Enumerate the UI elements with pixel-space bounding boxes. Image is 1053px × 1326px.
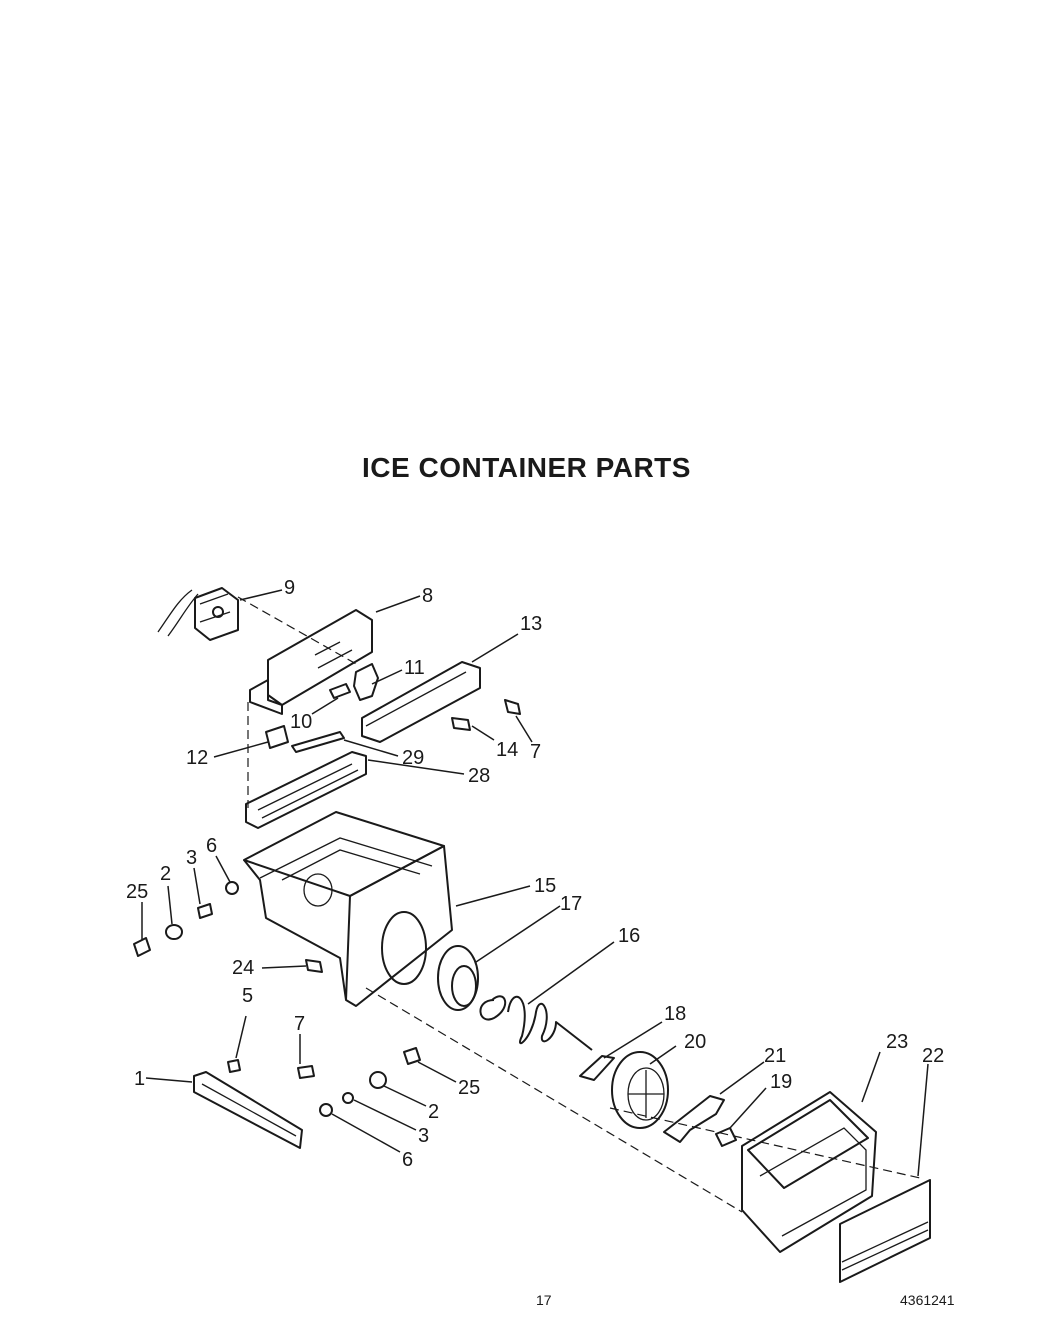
callout-10: 10 [290,711,312,733]
callout-21: 21 [764,1045,786,1067]
front-trim-part-1 [193,1071,303,1149]
mounting-plate-part-8 [249,609,373,715]
auger-spring-part-16 [479,995,593,1051]
callout-23: 23 [886,1031,908,1053]
callout-22: 22 [922,1045,944,1067]
motor-part-9 [157,587,239,641]
callout-16: 16 [618,925,640,947]
bracket-part-21 [663,1095,725,1143]
bracket-part-28 [245,751,367,829]
screw-part-7-upper [504,699,521,715]
callout-24: 24 [232,957,254,979]
callout-17: 17 [560,893,582,915]
screw-part-14 [451,717,471,731]
callout-labels: 1 2 2 3 3 5 6 6 7 7 8 9 10 11 12 13 14 1… [126,577,944,1171]
callout-13: 13 [520,613,542,635]
callout-14: 14 [496,739,518,761]
callout-11: 11 [404,657,425,679]
callout-19: 19 [770,1071,792,1093]
nut-part-19 [715,1127,737,1147]
screw-part-10 [329,683,351,699]
document-code: 4361241 [900,1292,955,1308]
callout-12: 12 [186,747,208,769]
page-number: 17 [536,1292,552,1308]
screw-part-5 [227,1059,241,1073]
callout-7-lower: 7 [294,1013,305,1035]
callout-2-right: 2 [428,1101,439,1123]
right-hardware-group [319,1047,421,1117]
callout-18: 18 [664,1003,686,1025]
callout-2-left: 2 [160,863,171,885]
pin-part-29 [291,731,345,753]
callout-8: 8 [422,585,433,607]
callout-25-left: 25 [126,881,148,903]
clip-part-11 [353,663,379,701]
leader-lines [141,589,929,1177]
door-panel-part-22 [839,1179,931,1283]
left-hardware-group [133,881,239,957]
callout-1: 1 [134,1068,145,1090]
callout-20: 20 [684,1031,706,1053]
callout-28: 28 [468,765,490,787]
callout-7-upper: 7 [530,741,541,763]
screw-part-24 [305,959,323,973]
callout-25-right: 25 [458,1077,480,1099]
callout-3-right: 3 [418,1125,429,1147]
ice-bin-part-15 [243,811,453,1007]
collar-part-17 [437,945,479,1011]
callout-3-left: 3 [186,847,197,869]
callout-9: 9 [284,577,295,599]
callout-6-right: 6 [402,1149,413,1171]
screw-part-7-lower [297,1065,315,1079]
wheel-part-20 [611,1051,669,1129]
callout-15: 15 [534,875,556,897]
callout-6-left: 6 [206,835,217,857]
front-housing-part-23 [741,1091,877,1253]
fastener-part-12 [265,725,289,749]
cover-part-13 [361,661,481,743]
callout-29: 29 [402,747,424,769]
callout-5: 5 [242,985,253,1007]
page-title: ICE CONTAINER PARTS [362,452,691,483]
blade-part-18 [579,1055,615,1081]
